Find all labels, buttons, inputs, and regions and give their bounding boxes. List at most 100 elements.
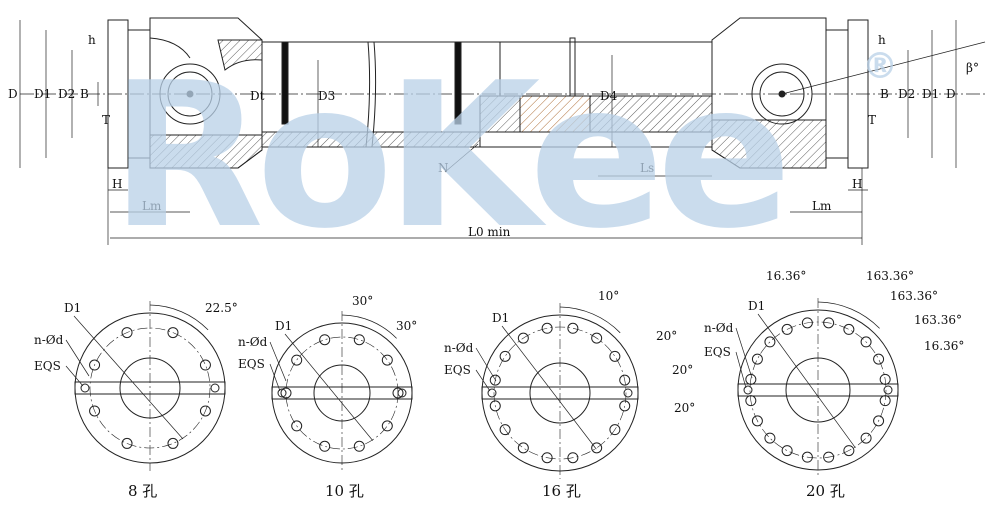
dim-D2-right: D2 — [898, 87, 915, 101]
bolt-hole — [499, 424, 511, 436]
watermark-reg: ® — [862, 46, 898, 87]
bolt-hole — [619, 400, 631, 412]
bolt-hole — [89, 359, 101, 371]
bolt-hole — [199, 359, 211, 371]
bolt-hole — [489, 374, 501, 386]
dim-H-left: H — [112, 177, 122, 191]
d1-label: D1 — [748, 299, 765, 313]
angle-label: 10° — [598, 289, 619, 303]
bolt-hole — [517, 332, 529, 344]
bolt-hole — [121, 437, 133, 449]
d1-label: D1 — [492, 311, 509, 325]
bolt-hole — [381, 354, 393, 366]
dim-D1: D1 — [34, 87, 51, 101]
angle-label: 163.36° — [890, 289, 938, 303]
angle-label: 30° — [396, 319, 417, 333]
bolt-hole — [609, 350, 621, 362]
dim-Dt: Dt — [250, 89, 265, 103]
angle-label: 16.36° — [766, 269, 806, 283]
bolt-hole — [541, 452, 553, 464]
bolt-hole — [291, 420, 303, 432]
spline-section — [479, 95, 713, 133]
bolt-hole — [280, 387, 292, 399]
dim-beta: β° — [966, 61, 979, 75]
watermark-text: RoKee — [110, 40, 784, 273]
dim-B: B — [80, 87, 89, 101]
bolt-hole — [121, 327, 133, 339]
dim-Ls: Ls — [640, 161, 654, 175]
watermark: RoKee ® — [110, 40, 898, 273]
hole-count-label: n-Ød — [444, 341, 474, 355]
bolt-hole — [167, 437, 179, 449]
bolt-hole — [843, 323, 855, 335]
bolt-hole — [591, 332, 603, 344]
dimension-labels: D D1 D2 B h T Dt D3 D4 N Ls H H Lm Lm L0… — [8, 33, 979, 239]
bolt-hole — [823, 317, 835, 329]
bolt-hole — [609, 424, 621, 436]
bolt-hole — [781, 323, 793, 335]
bolt-hole — [745, 395, 757, 407]
bolt-hole — [167, 327, 179, 339]
angle-label: 20° — [672, 363, 693, 377]
bolt-hole — [392, 387, 404, 399]
bolt-hole — [353, 334, 365, 346]
bolt-hole — [860, 432, 872, 444]
bolt-hole — [751, 353, 763, 365]
bolt-hole — [319, 334, 331, 346]
eqs-label: EQS — [704, 345, 731, 359]
eqs-hole — [487, 388, 497, 398]
flange-caption: 8 孔 — [128, 482, 157, 500]
bolt-hole — [591, 442, 603, 454]
eqs-hole — [210, 383, 220, 393]
bolt-hole — [619, 374, 631, 386]
angle-label: 16.36° — [924, 339, 964, 353]
bolt-hole — [567, 322, 579, 334]
dim-h-right: h — [878, 33, 886, 47]
flange-caption: 10 孔 — [325, 482, 364, 500]
dim-H-right: H — [852, 177, 862, 191]
dim-D2: D2 — [58, 87, 75, 101]
bolt-hole — [764, 336, 776, 348]
angle-label: 22.5° — [205, 301, 238, 315]
bolt-hole — [291, 354, 303, 366]
dim-T: T — [102, 113, 110, 127]
dim-B-right: B — [880, 87, 889, 101]
seal-ring-right — [454, 41, 462, 125]
dim-D4: D4 — [600, 89, 618, 103]
eqs-label: EQS — [444, 363, 471, 377]
left-cross-bearing — [159, 63, 221, 125]
angle-label: 20° — [656, 329, 677, 343]
flange-caption: 16 孔 — [542, 482, 581, 500]
eqs-label: EQS — [238, 357, 265, 371]
eqs-label: EQS — [34, 359, 61, 373]
bolt-hole — [353, 440, 365, 452]
bolt-hole — [517, 442, 529, 454]
bolt-hole — [873, 415, 885, 427]
hole-count-label: n-Ød — [704, 321, 734, 335]
eqs-hole — [80, 383, 90, 393]
angle-label: 20° — [674, 401, 695, 415]
bolt-hole — [751, 415, 763, 427]
d1-label: D1 — [64, 301, 81, 315]
bolt-hole — [567, 452, 579, 464]
bolt-hole — [764, 432, 776, 444]
bolt-hole — [801, 451, 813, 463]
hole-count-label: n-Ød — [34, 333, 64, 347]
bolt-hole — [879, 373, 891, 385]
bolt-hole — [843, 445, 855, 457]
dim-Lm-right: Lm — [812, 199, 832, 213]
bolt-hole — [199, 405, 211, 417]
flange-view-20: 16.36°163.36°163.36°163.36°16.36°D1n-ØdE… — [704, 269, 964, 500]
angle-label: 30° — [352, 294, 373, 308]
seal-ring-left — [281, 41, 289, 125]
angle-label: 163.36° — [866, 269, 914, 283]
bolt-hole — [89, 405, 101, 417]
right-cross-bearing — [751, 63, 813, 125]
bolt-hole — [873, 353, 885, 365]
d1-label: D1 — [275, 319, 292, 333]
